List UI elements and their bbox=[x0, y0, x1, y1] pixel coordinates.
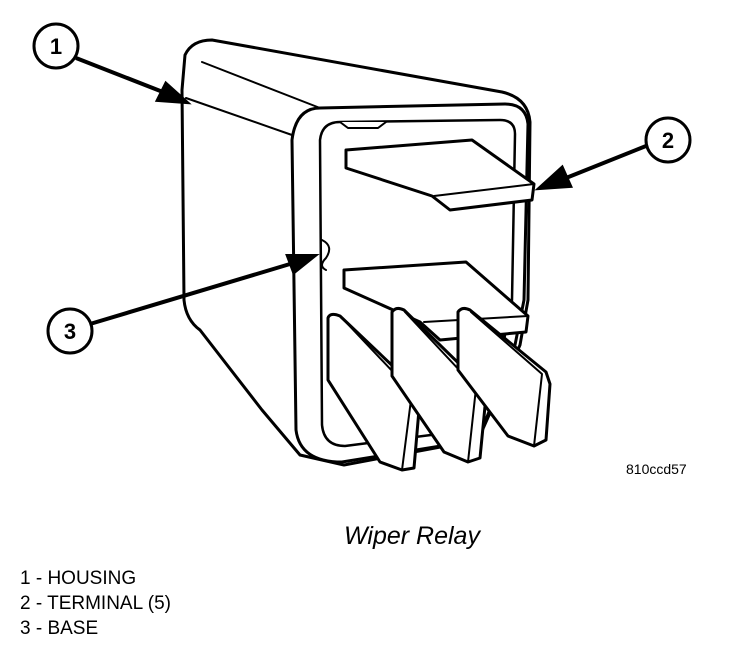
figure-code: 810ccd57 bbox=[626, 461, 687, 477]
base-notch bbox=[321, 239, 331, 271]
callout-number-2: 2 bbox=[662, 128, 674, 153]
legend-item-terminal: 2 - TERMINAL (5) bbox=[20, 593, 171, 614]
terminal-vertical-right-edge bbox=[470, 311, 543, 447]
terminal-vertical-left bbox=[326, 312, 422, 472]
figure-caption: Wiper Relay bbox=[344, 522, 480, 550]
callout-circle-1 bbox=[32, 22, 80, 70]
terminal-vertical-middle bbox=[390, 306, 488, 464]
arrowhead-3 bbox=[285, 254, 320, 276]
callout-number-3: 3 bbox=[64, 319, 76, 344]
housing-edge-line bbox=[185, 61, 321, 136]
arrowhead-2 bbox=[534, 164, 573, 191]
arrowhead-1 bbox=[154, 80, 192, 105]
terminal-upper-top bbox=[345, 149, 535, 197]
terminal-upper bbox=[344, 138, 536, 212]
recess-tab bbox=[339, 121, 387, 129]
leader-line-3 bbox=[89, 262, 291, 326]
callout-circle-2 bbox=[644, 116, 692, 164]
callout-circle-3 bbox=[46, 307, 94, 355]
legend-item-housing: 1 - HOUSING bbox=[20, 568, 137, 589]
terminal-vertical-right bbox=[456, 306, 552, 448]
callout-number-1: 1 bbox=[50, 34, 62, 59]
leader-line-1 bbox=[75, 56, 169, 96]
parts-legend: 1 - HOUSING 2 - TERMINAL (5) 3 - BASE bbox=[20, 566, 171, 641]
legend-item-base: 3 - BASE bbox=[20, 618, 99, 639]
leader-line-2 bbox=[565, 144, 647, 180]
